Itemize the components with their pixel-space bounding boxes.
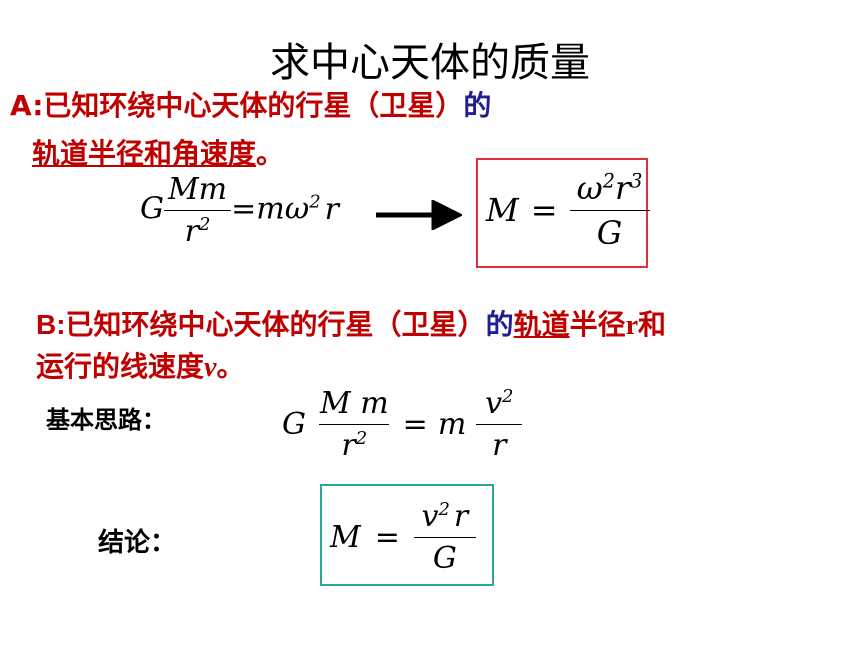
result-a-omega-exp: 2 xyxy=(602,168,615,192)
section-b-line1: B:已知环绕中心天体的行星（卫星）的轨道半径r和 xyxy=(36,303,666,343)
basic-idea-v: v xyxy=(485,385,503,421)
section-a-label: A xyxy=(10,89,33,122)
page-title: 求中心天体的质量 xyxy=(270,40,590,86)
formula-a-fraction: Mm r2 xyxy=(163,172,232,249)
result-a-fraction: ω2r3 G xyxy=(569,169,650,252)
formula-a-den-r: r xyxy=(184,214,199,249)
section-b-text: 已知环绕中心天体的行星（卫星） xyxy=(65,308,486,341)
formula-a-G: G xyxy=(140,191,164,227)
section-b-v: v xyxy=(204,352,217,383)
basic-idea-m: m xyxy=(437,406,467,442)
result-a-num: ω2r3 xyxy=(573,169,647,207)
arrow-right-icon xyxy=(376,200,462,230)
basic-idea-label: 基本思路： xyxy=(46,406,166,434)
basic-idea-G: G xyxy=(282,406,306,442)
section-b-and: 和 xyxy=(638,308,667,341)
section-b-text2: 半径 xyxy=(569,308,626,341)
basic-idea-rhs-fraction: v2 r xyxy=(476,386,523,463)
basic-idea-rhs-num: v2 xyxy=(481,386,517,421)
section-a-text: 已知环绕中心天体的行星（卫星） xyxy=(43,89,464,122)
section-b-de: 的 xyxy=(485,308,514,341)
basic-idea-den-exp: 2 xyxy=(355,427,368,449)
section-a-line1: A:已知环绕中心天体的行星（卫星）的 xyxy=(10,84,491,124)
formula-a-rhs-exp: 2 xyxy=(309,191,321,213)
section-b-label: B: xyxy=(36,309,66,340)
section-a-colon: : xyxy=(32,89,44,122)
section-a-period: 。 xyxy=(256,137,285,170)
section-a-underlined: 轨道半径和角速度 xyxy=(32,137,257,170)
conclusion-den: G xyxy=(432,540,457,576)
formula-a-eq: = xyxy=(231,191,257,227)
formula-a-num: Mm xyxy=(167,172,228,207)
result-a-r: r xyxy=(614,168,631,207)
conclusion-label: 结论： xyxy=(98,528,177,558)
basic-idea-num: M m xyxy=(319,385,389,421)
basic-idea-fraction: M m r2 xyxy=(316,386,393,463)
result-a-eq: = xyxy=(530,191,558,229)
section-b-line2: 运行的线速度v。 xyxy=(36,345,244,385)
result-a-omega: ω xyxy=(576,168,603,207)
basic-idea-eq: = xyxy=(402,406,428,442)
result-a-box: M = ω2r3 G xyxy=(476,158,650,268)
section-a-de: 的 xyxy=(463,89,492,122)
section-b-r: r xyxy=(625,310,639,341)
conclusion-v: v xyxy=(421,498,439,534)
basic-idea-v-exp: 2 xyxy=(502,385,514,407)
formula-a-rhs-r: r xyxy=(324,191,339,227)
conclusion-v-exp: 2 xyxy=(438,498,450,520)
result-a-den: G xyxy=(596,213,623,252)
basic-idea-formula: G M m r2 = m v2 r xyxy=(282,382,523,466)
basic-idea-rhs-den: r xyxy=(492,427,507,463)
formula-a-den: r2 xyxy=(181,214,215,249)
section-a-line2: 轨道半径和角速度。 xyxy=(32,132,284,172)
result-a-M: M xyxy=(486,191,519,229)
result-a-r-exp: 3 xyxy=(630,168,643,192)
basic-idea-den-r: r xyxy=(341,427,356,463)
conclusion-M: M xyxy=(330,519,361,555)
result-a-formula: M = ω2r3 G xyxy=(486,169,650,252)
conclusion-r: r xyxy=(453,498,469,534)
conclusion-eq: = xyxy=(374,519,400,555)
section-b-line2-text: 运行的线速度 xyxy=(36,350,205,383)
formula-a-rhs: mω xyxy=(256,191,310,227)
basic-idea-den: r2 xyxy=(337,428,371,463)
formula-a-den-exp: 2 xyxy=(199,214,211,235)
section-b-period: 。 xyxy=(216,350,245,383)
section-b-underlined: 轨道 xyxy=(513,308,570,341)
